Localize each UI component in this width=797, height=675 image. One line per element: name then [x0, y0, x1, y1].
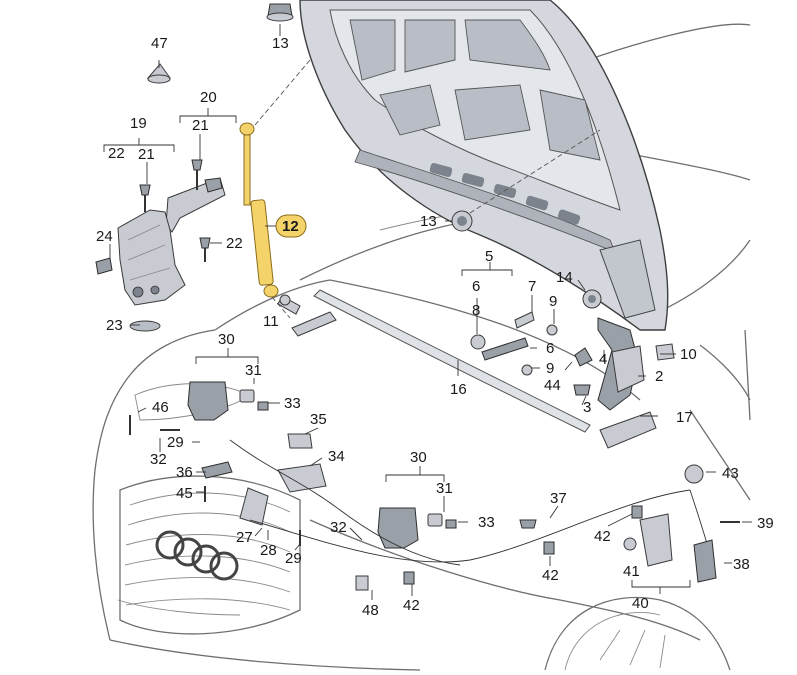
callout-13: 13 [272, 35, 289, 52]
callout-36: 36 [176, 464, 193, 481]
side-bracket-part [599, 411, 657, 449]
callout-8: 8 [472, 302, 480, 319]
callout-5: 5 [485, 248, 493, 265]
hood-lock-right [377, 507, 457, 549]
callout-42: 42 [403, 597, 420, 614]
callout-23: 23 [106, 317, 123, 334]
callout-33: 33 [478, 514, 495, 531]
small-clip-parts [129, 415, 740, 591]
release-handle-parts [623, 464, 717, 583]
callout-6: 6 [546, 340, 554, 357]
callout-48: 48 [362, 602, 379, 619]
hood-lock-striker-hardware [470, 289, 602, 376]
callout-11: 11 [263, 313, 279, 330]
callout-33: 33 [284, 395, 301, 412]
callout-42: 42 [542, 567, 559, 584]
callout-9: 9 [549, 293, 557, 310]
callout-13: 13 [420, 213, 437, 230]
bowden-cables [229, 439, 713, 566]
callout-34: 34 [328, 448, 345, 465]
callout-2: 2 [655, 368, 663, 385]
car-body-outline [92, 23, 751, 671]
callout-19: 19 [130, 115, 147, 132]
callout-38: 38 [733, 556, 750, 573]
callout-31: 31 [245, 362, 262, 379]
callout-35: 35 [310, 411, 327, 428]
callout-12: 12 [282, 218, 299, 235]
callout-27: 27 [236, 529, 253, 546]
callout-20: 20 [200, 89, 217, 106]
screw-parts-left [139, 159, 211, 262]
open-hood-panel [299, 0, 669, 331]
callout-24: 24 [96, 228, 113, 245]
callout-28: 28 [260, 542, 277, 559]
callout-16: 16 [450, 381, 467, 398]
callout-30: 30 [410, 449, 427, 466]
callout-22: 22 [108, 145, 125, 162]
callout-43: 43 [722, 465, 739, 482]
callout-6: 6 [472, 278, 480, 295]
callout-9: 9 [546, 360, 554, 377]
callout-29: 29 [285, 550, 302, 567]
highlight-badge-12 [275, 214, 307, 238]
callout-10: 10 [680, 346, 697, 363]
hood-lock-left [187, 381, 269, 421]
callout-37: 37 [550, 490, 567, 507]
callout-30: 30 [218, 331, 235, 348]
hood-hinge-parts [573, 317, 675, 411]
leader-lines [103, 24, 752, 600]
callout-4: 4 [599, 351, 607, 368]
left-bracket-assembly [95, 177, 226, 332]
callout-32: 32 [150, 451, 167, 468]
front-grille [119, 475, 301, 635]
callout-29: 29 [167, 434, 184, 451]
callout-21: 21 [138, 146, 155, 163]
callout-47: 47 [151, 35, 168, 52]
callout-44: 44 [544, 377, 561, 394]
part-callouts: 13 47 20 19 21 22 21 12 24 22 23 11 13 5… [96, 35, 774, 619]
callout-32: 32 [330, 519, 347, 536]
callout-39: 39 [757, 515, 774, 532]
callout-31: 31 [436, 480, 453, 497]
callout-17: 17 [676, 409, 693, 426]
callout-46: 46 [152, 399, 169, 416]
rubber-buffer-part [146, 63, 171, 84]
strut-bracket-part [291, 311, 337, 337]
hood-bump-stop-parts [266, 3, 601, 232]
hood-seal-strip [313, 289, 591, 433]
callout-14: 14 [556, 269, 573, 286]
callout-7: 7 [528, 278, 536, 295]
hood-gas-strut [239, 59, 311, 319]
callout-3: 3 [583, 399, 591, 416]
ball-stud-part [277, 294, 301, 315]
callout-22: 22 [226, 235, 243, 252]
callout-41: 41 [623, 563, 640, 580]
release-lever-parts [201, 433, 327, 526]
callout-21: 21 [192, 117, 209, 134]
audi-rings-logo [155, 530, 239, 581]
callout-42: 42 [594, 528, 611, 545]
callout-40: 40 [632, 595, 649, 612]
callout-45: 45 [176, 485, 193, 502]
